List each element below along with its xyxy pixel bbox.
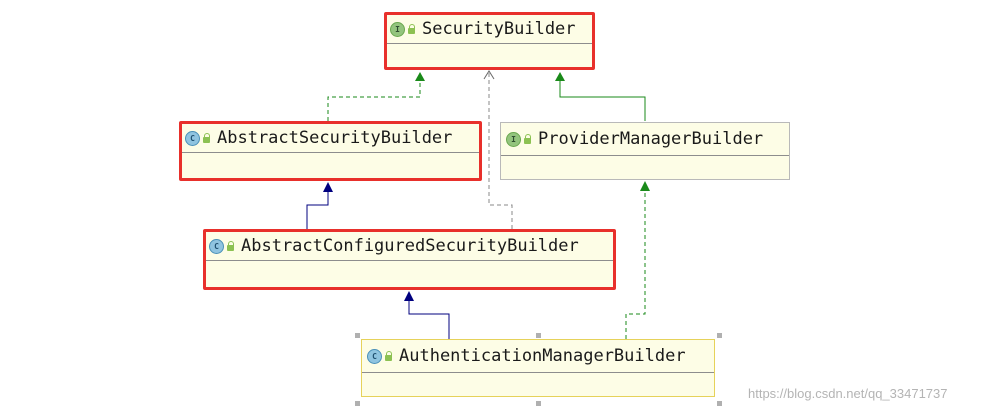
generalization-arrowhead (555, 72, 565, 81)
public-access-icon (227, 240, 234, 251)
public-access-icon (524, 133, 531, 144)
realization-arrowhead (415, 72, 425, 81)
edge-provider-manager-builder-to-security-builder (555, 72, 646, 121)
node-provider-manager-builder[interactable]: I ProviderManagerBuilder (500, 122, 790, 180)
node-header: C AbstractSecurityBuilder (182, 124, 479, 153)
class-icon: C (367, 348, 382, 364)
class-name: AbstractConfiguredSecurityBuilder (241, 236, 579, 256)
edge-abstract-configured-to-abstract-security-builder (306, 182, 333, 229)
node-abstract-security-builder[interactable]: C AbstractSecurityBuilder (179, 121, 482, 181)
public-access-icon (408, 23, 415, 34)
class-name: ProviderManagerBuilder (538, 129, 764, 149)
node-header: I ProviderManagerBuilder (501, 123, 789, 156)
node-header: C AbstractConfiguredSecurityBuilder (206, 232, 613, 261)
node-abstract-configured-security-builder[interactable]: C AbstractConfiguredSecurityBuilder (203, 229, 616, 290)
abstract-class-icon: C (185, 130, 200, 146)
realization-arrowhead (640, 181, 650, 191)
public-access-icon (385, 350, 392, 361)
node-authentication-manager-builder[interactable]: C AuthenticationManagerBuilder (361, 339, 715, 397)
public-access-icon (203, 132, 210, 143)
selection-handle-bottom-middle[interactable] (536, 401, 541, 406)
class-name: SecurityBuilder (422, 19, 576, 39)
interface-icon: I (390, 21, 405, 37)
selection-handle-top-middle[interactable] (536, 333, 541, 338)
generalization-arrowhead (323, 182, 333, 192)
node-security-builder[interactable]: I SecurityBuilder (384, 12, 595, 70)
generalization-arrowhead (404, 291, 414, 301)
edge-abstract-security-builder-to-security-builder (327, 72, 425, 121)
edge-authentication-manager-builder-to-provider-manager-builder (625, 181, 650, 339)
dependency-arrowhead (483, 70, 495, 80)
selection-handle-top-left[interactable] (355, 333, 360, 338)
edge-authentication-manager-builder-to-abstract-configured (404, 291, 450, 339)
interface-icon: I (506, 131, 521, 147)
abstract-class-icon: C (209, 238, 224, 254)
edge-abstract-configured-security-builder-to-security-builder (483, 70, 513, 229)
node-header: C AuthenticationManagerBuilder (362, 340, 714, 373)
selection-handle-bottom-right[interactable] (717, 401, 722, 406)
watermark-text: https://blog.csdn.net/qq_33471737 (748, 386, 948, 401)
node-header: I SecurityBuilder (387, 15, 592, 44)
selection-handle-bottom-left[interactable] (355, 401, 360, 406)
class-name: AuthenticationManagerBuilder (399, 346, 686, 366)
selection-handle-top-right[interactable] (717, 333, 722, 338)
class-name: AbstractSecurityBuilder (217, 128, 453, 148)
